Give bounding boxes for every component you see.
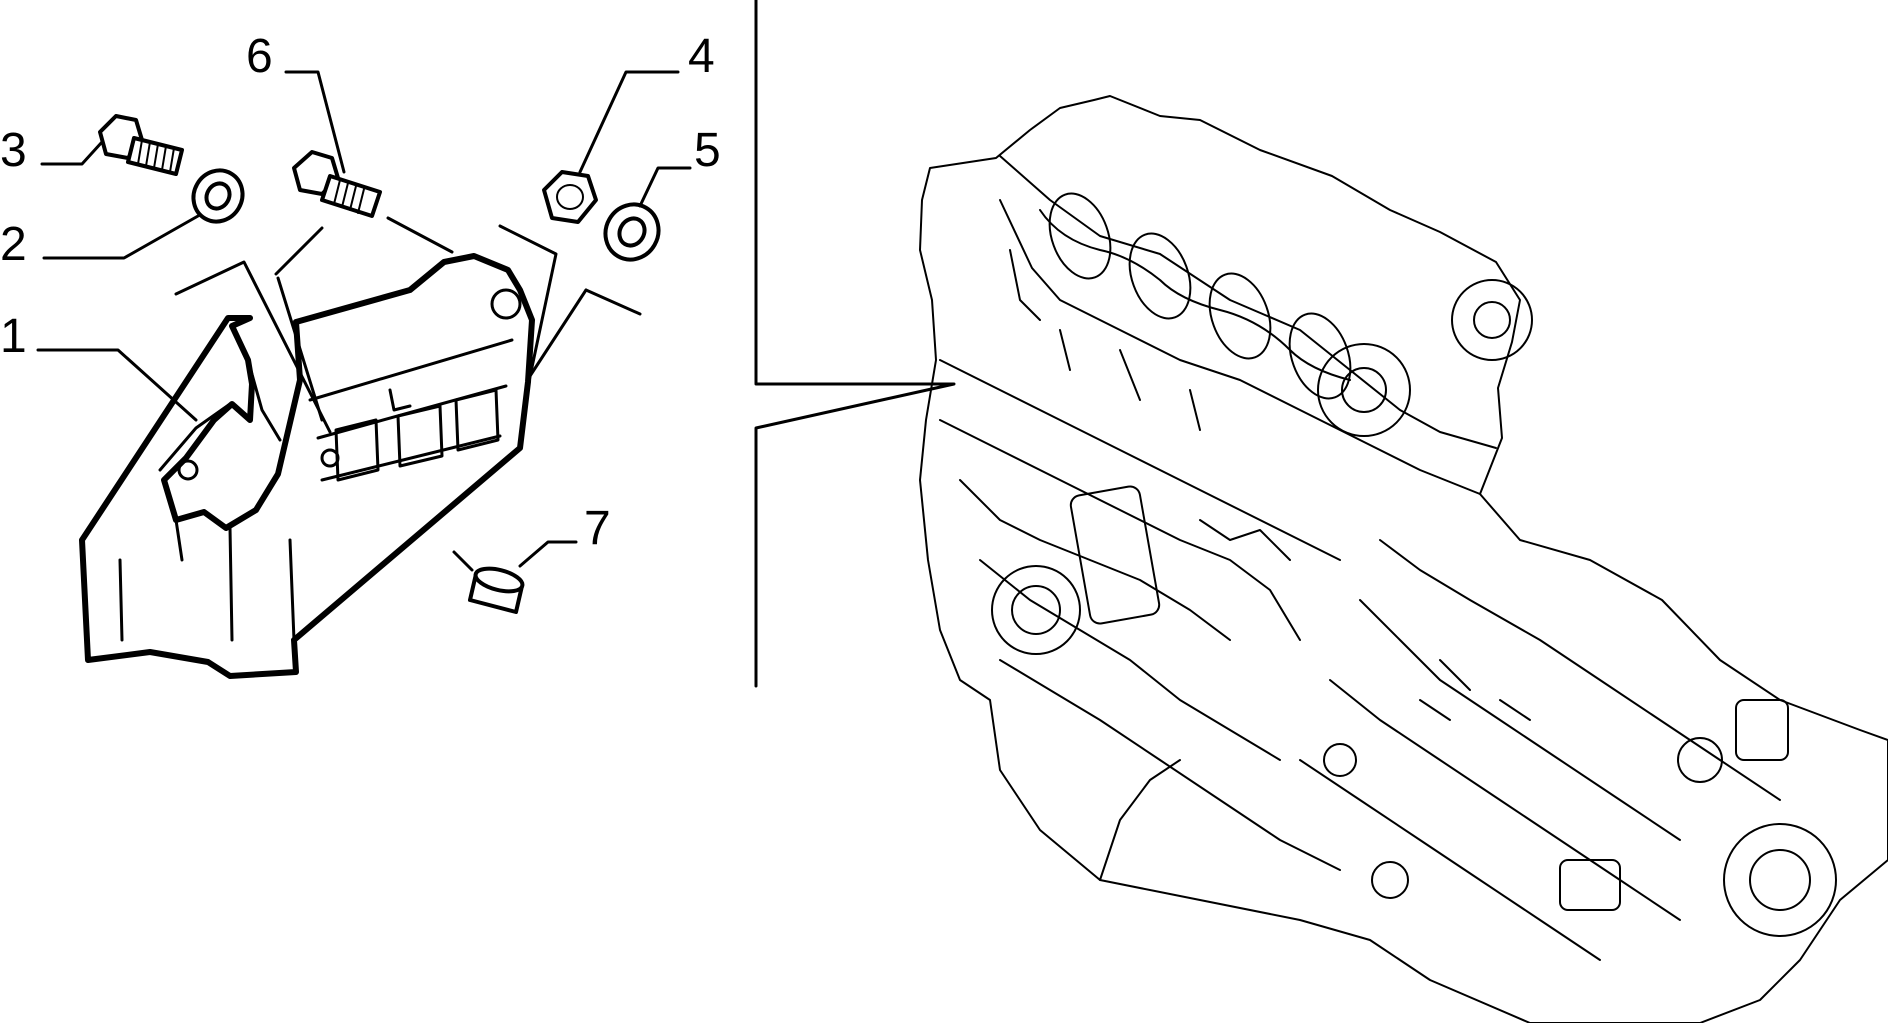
leader-lines [36, 70, 692, 568]
part-3-bolt [98, 114, 184, 176]
leader-4 [578, 70, 680, 174]
leader-2 [42, 214, 200, 260]
callout-1: 1 [0, 310, 27, 363]
callout-2: 2 [0, 218, 27, 271]
callout-4: 4 [688, 30, 715, 83]
parts-group [79, 114, 661, 679]
callout-labels: 1 2 3 4 5 6 7 [0, 30, 721, 555]
leader-7 [518, 540, 578, 568]
part-7-bushing [468, 566, 525, 614]
part-2-washer [191, 168, 245, 224]
leader-5 [638, 166, 692, 208]
leader-3 [40, 140, 104, 166]
assembly-lines [174, 216, 642, 572]
part-1-engine-mount-bracket [79, 253, 535, 679]
leader-1 [36, 348, 198, 422]
callout-3: 3 [0, 124, 27, 177]
leader-6 [284, 70, 346, 174]
callout-6: 6 [246, 30, 273, 83]
callout-7: 7 [584, 502, 611, 555]
callout-5: 5 [694, 124, 721, 177]
engine-assembly-outline [919, 95, 1888, 1023]
part-6-bolt [292, 150, 382, 218]
part-4-nut [542, 170, 598, 224]
part-5-washer [603, 202, 661, 262]
locator-bracket-line [754, 0, 956, 688]
